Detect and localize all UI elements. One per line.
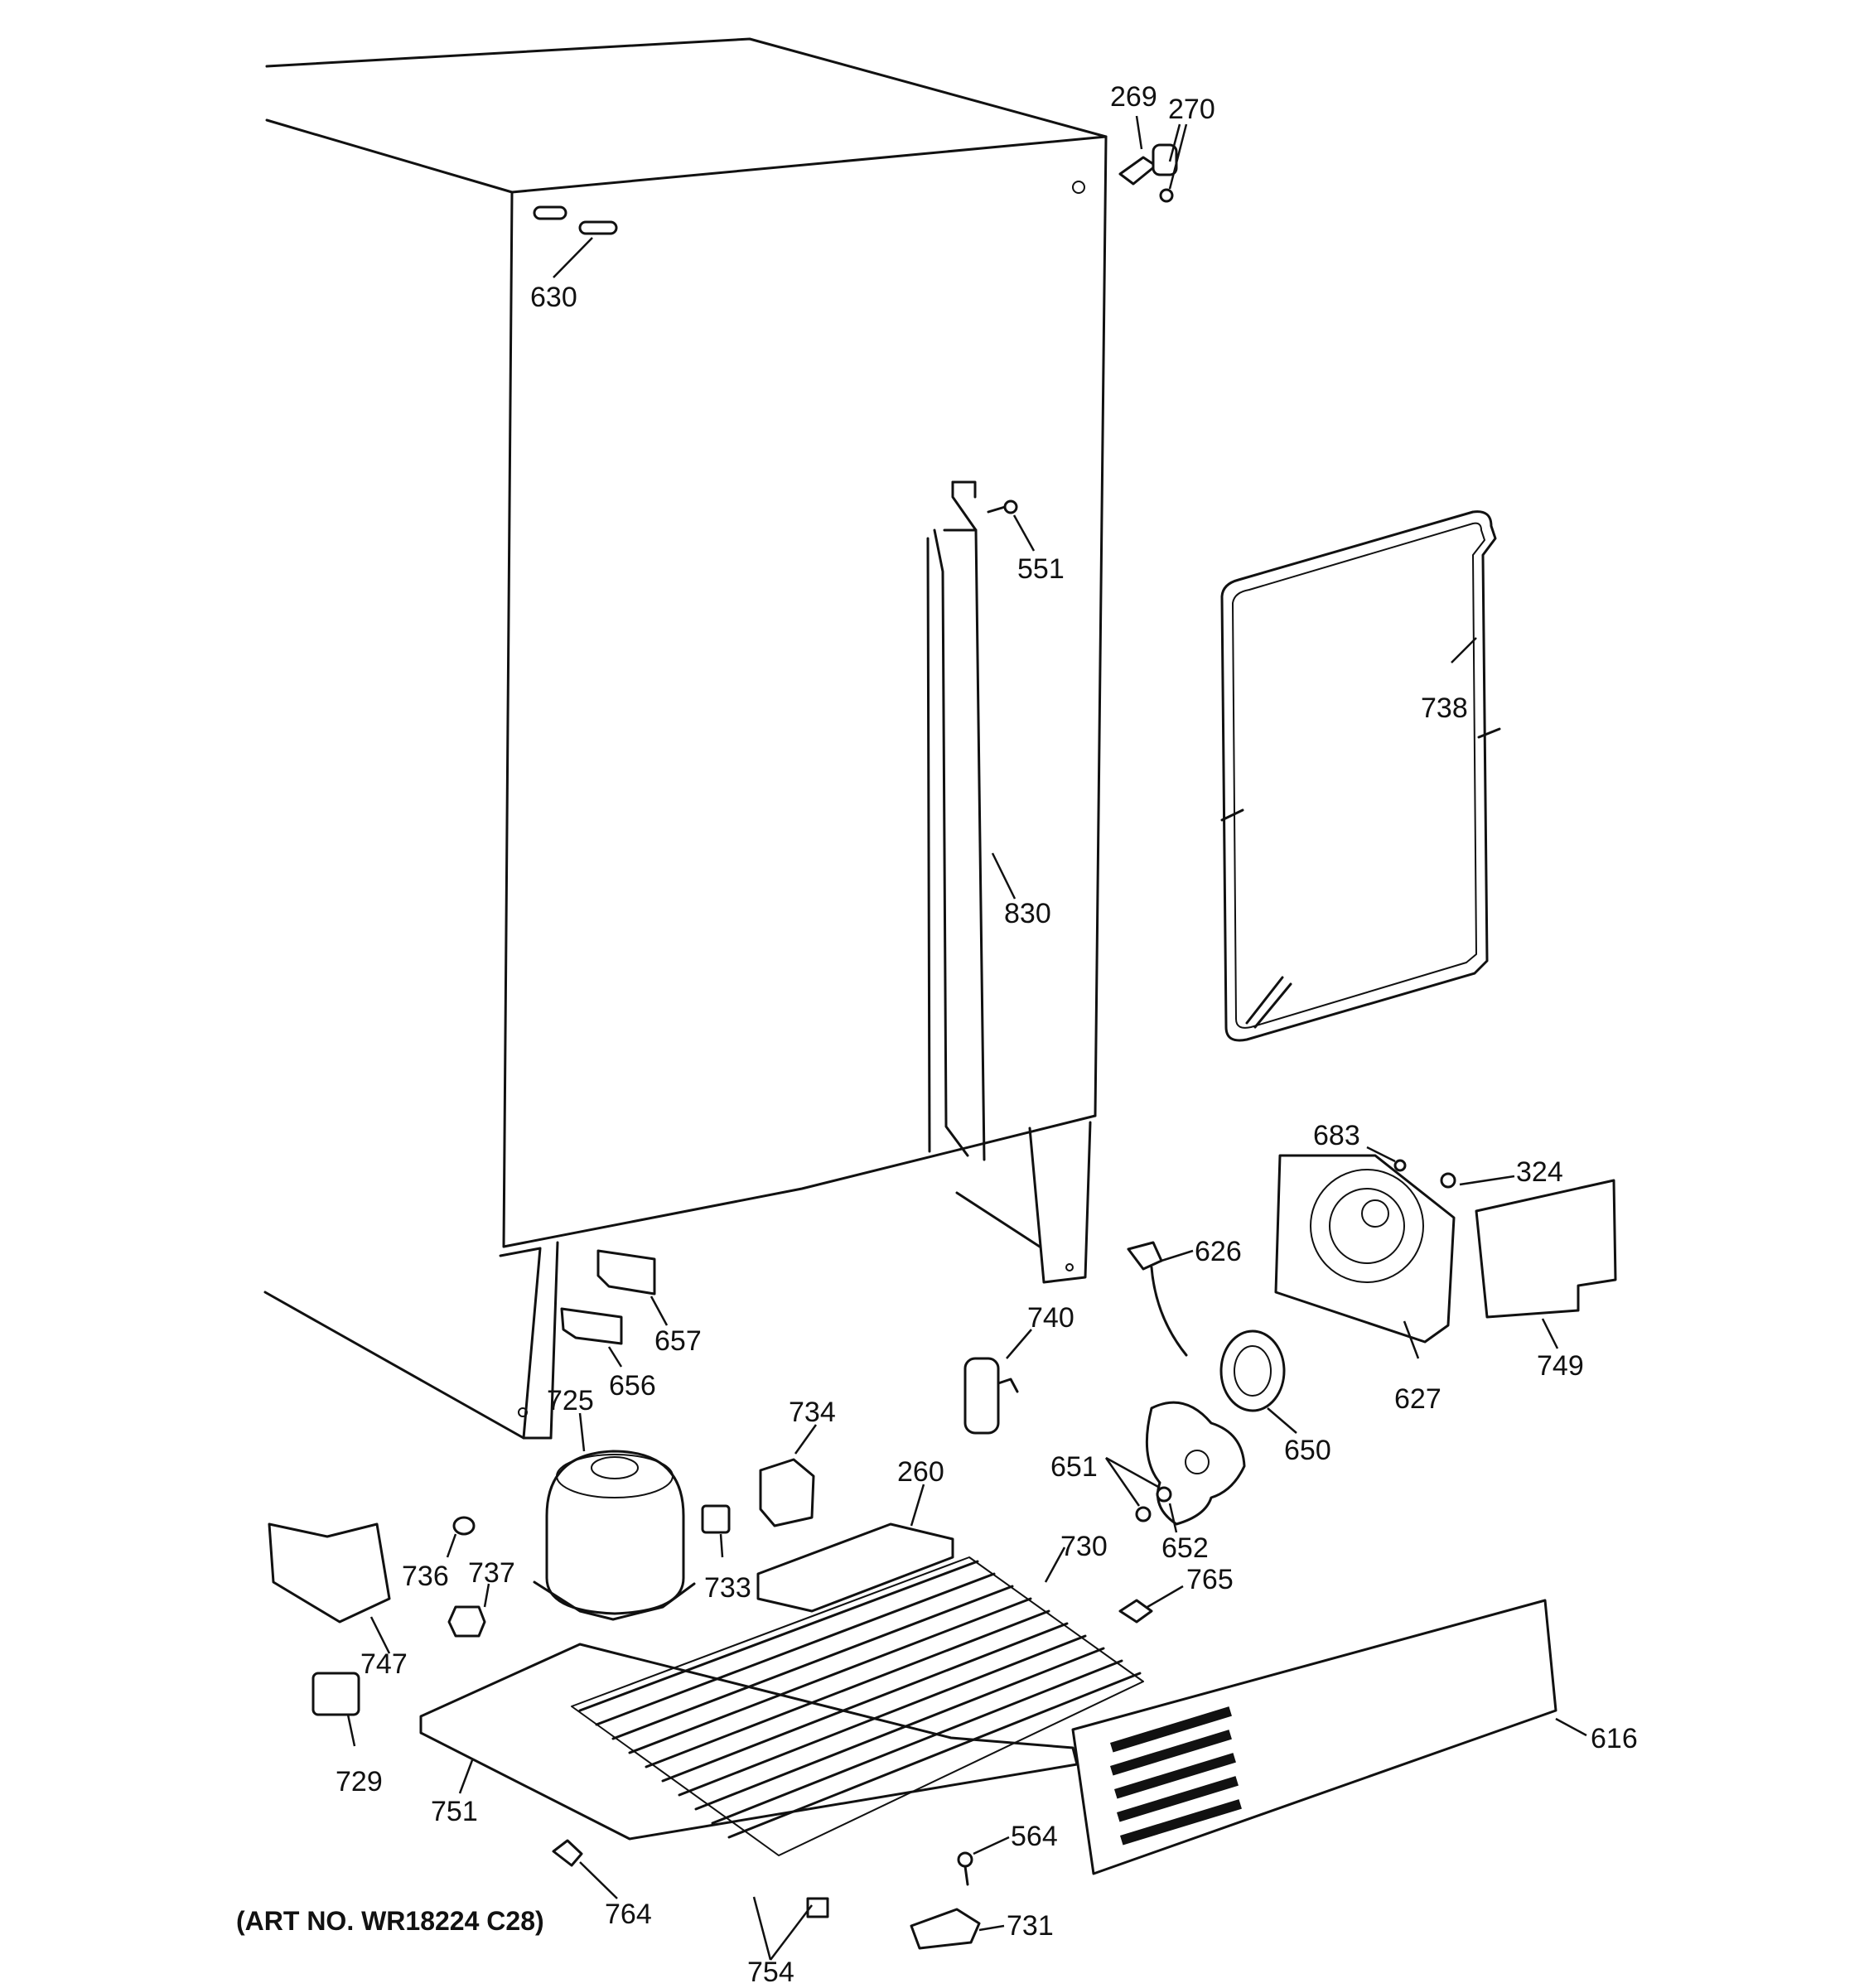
part-734: [759, 1424, 818, 1527]
part-754: [752, 1896, 829, 1961]
part-616-grille: [1071, 1599, 1587, 1875]
callout-734: 734: [789, 1397, 836, 1428]
parts-657-656: [560, 1249, 669, 1368]
part-627-shroud: [1274, 1154, 1456, 1359]
part-564-screw: [957, 1836, 1010, 1886]
part-749-cover: [1475, 1179, 1617, 1349]
parts-683-324: [1366, 1146, 1515, 1189]
callout-754: 754: [747, 1957, 794, 1988]
callout-269: 269: [1110, 81, 1157, 113]
callout-626: 626: [1195, 1236, 1242, 1267]
callout-738: 738: [1421, 692, 1468, 724]
callout-683: 683: [1313, 1120, 1360, 1151]
callout-764: 764: [605, 1899, 652, 1930]
callout-740: 740: [1027, 1302, 1074, 1334]
part-765-clip: [1118, 1585, 1184, 1624]
part-738-gasket: [1220, 510, 1501, 1042]
part-751-base: [419, 1643, 1079, 1841]
callout-765: 765: [1186, 1564, 1234, 1595]
part-731-bracket: [910, 1908, 1005, 1950]
part-651-652-fan: [1104, 1401, 1246, 1533]
callout-630: 630: [530, 282, 577, 313]
callout-729: 729: [336, 1766, 383, 1797]
part-626-cord: [1127, 1241, 1194, 1357]
part-764-clip: [552, 1839, 618, 1899]
callout-656: 656: [609, 1370, 656, 1402]
callout-650: 650: [1284, 1435, 1331, 1466]
callout-736: 736: [402, 1561, 449, 1592]
callout-725: 725: [547, 1385, 594, 1416]
part-725-compressor: [533, 1412, 696, 1621]
callout-737: 737: [468, 1557, 515, 1589]
part-269-270: [1118, 115, 1188, 203]
callout-651: 651: [1050, 1451, 1098, 1483]
callout-627: 627: [1394, 1383, 1441, 1415]
callout-260: 260: [897, 1456, 944, 1488]
part-740-capacitor: [963, 1329, 1032, 1435]
part-551-screw: [987, 499, 1036, 552]
callout-749: 749: [1537, 1350, 1584, 1382]
callout-616: 616: [1591, 1723, 1638, 1754]
callout-731: 731: [1007, 1910, 1054, 1942]
part-260-pan: [756, 1484, 954, 1613]
art-number: (ART NO. WR18224 C28): [236, 1906, 544, 1936]
parts-736-737: [446, 1516, 490, 1638]
part-650-motor: [1219, 1329, 1297, 1434]
callout-270: 270: [1168, 94, 1215, 125]
part-733: [701, 1504, 731, 1558]
callout-747: 747: [360, 1648, 408, 1680]
callout-733: 733: [704, 1572, 751, 1604]
part-747-cover: [268, 1522, 391, 1654]
callout-730: 730: [1060, 1531, 1108, 1562]
callout-657: 657: [654, 1325, 702, 1357]
part-630-slots: [533, 205, 618, 278]
callout-324: 324: [1516, 1156, 1563, 1188]
part-730-condenser: [571, 1546, 1144, 1856]
callout-551: 551: [1017, 553, 1065, 585]
callout-564: 564: [1011, 1821, 1058, 1852]
callout-751: 751: [431, 1796, 478, 1827]
callout-652: 652: [1161, 1532, 1209, 1564]
callout-830: 830: [1004, 898, 1051, 929]
cabinet: [263, 37, 1108, 1440]
part-830-channel: [926, 480, 1017, 1161]
part-729-relay: [311, 1672, 360, 1747]
